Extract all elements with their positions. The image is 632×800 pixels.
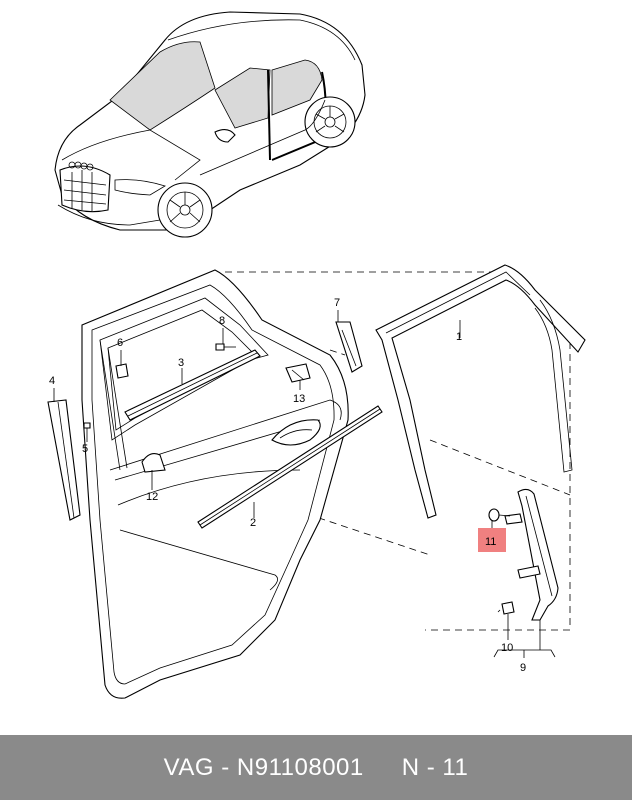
part-number: N91108001 bbox=[236, 753, 364, 781]
callout-3: 3 bbox=[178, 357, 184, 369]
screw-11 bbox=[488, 508, 511, 522]
callout-2: 2 bbox=[250, 517, 256, 529]
callout-labels: 1 2 3 4 5 6 7 8 9 10 11 12 13 bbox=[49, 297, 526, 674]
brand-label: VAG bbox=[163, 753, 215, 781]
callout-9: 9 bbox=[520, 662, 526, 674]
callout-13: 13 bbox=[293, 393, 305, 405]
callout-4: 4 bbox=[49, 375, 55, 387]
rear-door-assembly bbox=[47, 264, 586, 699]
parts-diagram: 1 2 3 4 5 6 7 8 9 10 11 12 13 bbox=[47, 11, 586, 699]
callout-10: 10 bbox=[501, 642, 513, 654]
callout-12: 12 bbox=[146, 491, 158, 503]
bolt-8 bbox=[215, 343, 236, 351]
reference-number: N - 11 bbox=[401, 753, 469, 781]
part-number-footer: VAG - N91108001 N - 11 bbox=[0, 735, 632, 800]
callout-5: 5 bbox=[82, 443, 88, 455]
callout-6: 6 bbox=[117, 337, 123, 349]
separator: - bbox=[221, 753, 230, 781]
clip-10 bbox=[497, 601, 515, 615]
callout-8: 8 bbox=[219, 315, 225, 327]
highlight-box bbox=[478, 528, 506, 552]
callout-7: 7 bbox=[334, 297, 340, 309]
screw-5 bbox=[83, 422, 91, 436]
leader-lines bbox=[53, 310, 556, 658]
car-illustration bbox=[54, 11, 366, 238]
callout-11: 11 bbox=[485, 536, 496, 548]
callout-1: 1 bbox=[456, 331, 462, 343]
